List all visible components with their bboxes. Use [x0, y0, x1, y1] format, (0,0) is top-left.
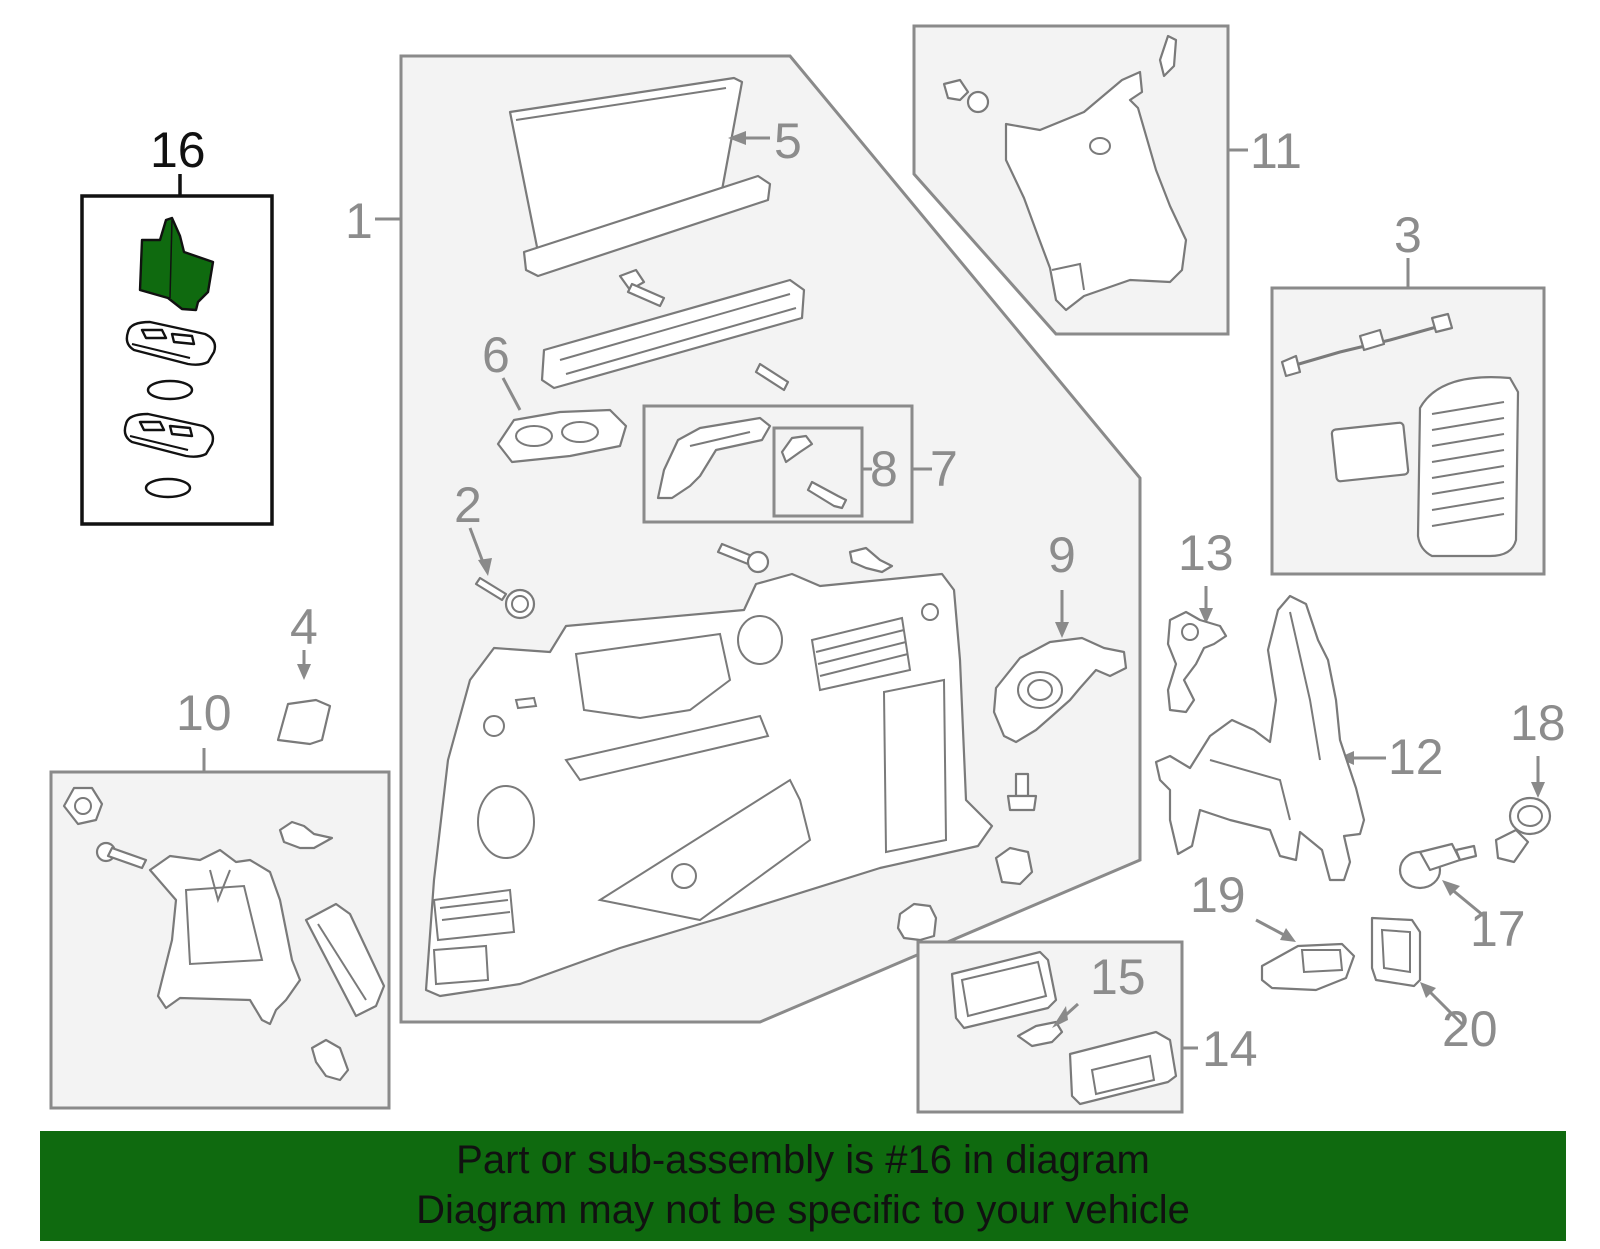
push-clip-part[interactable]: [942, 78, 990, 114]
group-11[interactable]: [912, 24, 1248, 336]
part-info-banner: Part or sub-assembly is #16 in diagram D…: [40, 1131, 1566, 1241]
callout-5: 5: [774, 113, 802, 169]
part-3-harness[interactable]: [1280, 312, 1454, 378]
callout-4: 4: [290, 599, 318, 655]
callout-11: 11: [1250, 123, 1302, 179]
part-20-bezel[interactable]: [1370, 916, 1422, 988]
part-5-trim-board[interactable]: [508, 76, 772, 278]
part-2-bolt[interactable]: [474, 576, 536, 620]
callout-6: 6: [482, 327, 510, 383]
bolt-part[interactable]: [618, 268, 666, 308]
push-clip-part[interactable]: [278, 820, 334, 850]
banner-line-1: Part or sub-assembly is #16 in diagram: [456, 1138, 1150, 1182]
callout-19: 19: [1190, 867, 1246, 923]
clip-part[interactable]: [754, 362, 790, 392]
speaker-grille-part[interactable]: [1416, 376, 1520, 558]
callout-18: 18: [1510, 695, 1566, 751]
callout-9: 9: [1048, 527, 1076, 583]
part-13-bracket[interactable]: [1166, 610, 1228, 714]
group-3[interactable]: [1270, 258, 1546, 576]
cover-part[interactable]: [1330, 421, 1410, 483]
callout-12: 12: [1388, 729, 1444, 785]
screw-part[interactable]: [95, 841, 148, 870]
group-1[interactable]: [375, 54, 1142, 1024]
callout-8: 8: [870, 441, 898, 497]
callout-20: 20: [1442, 1001, 1498, 1057]
banner-line-2: Diagram may not be specific to your vehi…: [416, 1188, 1190, 1232]
clip-part[interactable]: [994, 846, 1034, 886]
part-19-bezel[interactable]: [1260, 942, 1356, 992]
key-fob-part[interactable]: [125, 320, 217, 366]
part-15-bulb[interactable]: [1016, 1020, 1064, 1048]
part-10-trim[interactable]: [148, 848, 302, 1026]
callout-14: 14: [1202, 1021, 1258, 1077]
o-ring-part[interactable]: [144, 477, 192, 499]
screw-part[interactable]: [716, 542, 770, 574]
trim-cover-part[interactable]: [304, 902, 386, 1018]
push-clip-part[interactable]: [310, 1038, 350, 1082]
callout-2: 2: [454, 477, 482, 533]
callout-1: 1: [345, 193, 373, 249]
o-ring-part[interactable]: [146, 379, 194, 401]
trim-strip-part[interactable]: [540, 278, 806, 390]
callout-16: 16: [150, 122, 206, 178]
callout-13: 13: [1178, 525, 1234, 581]
quarter-panel-part[interactable]: [424, 572, 994, 998]
part-17-socket[interactable]: [1398, 842, 1478, 890]
part-12-bracket[interactable]: [1154, 594, 1366, 882]
group-16[interactable]: [80, 174, 274, 526]
part-6-bracket[interactable]: [496, 408, 628, 464]
callout-10: 10: [176, 685, 232, 741]
nut-part[interactable]: [62, 786, 104, 826]
part-11-pillar-trim[interactable]: [1004, 34, 1188, 312]
bolt-part[interactable]: [1006, 772, 1038, 812]
part-18-socket[interactable]: [1494, 796, 1552, 864]
part-4-cap[interactable]: [276, 698, 332, 746]
part-14-lamp-lens[interactable]: [950, 950, 1058, 1030]
key-cover-part[interactable]: [138, 216, 215, 312]
callout-17: 17: [1470, 901, 1526, 957]
key-fob-part[interactable]: [123, 412, 215, 458]
lamp-housing-part[interactable]: [1068, 1030, 1178, 1106]
clip-part[interactable]: [848, 546, 894, 574]
callout-7: 7: [930, 441, 958, 497]
callout-15: 15: [1090, 949, 1146, 1005]
group-10[interactable]: [49, 748, 391, 1110]
bracket-part[interactable]: [896, 902, 938, 942]
part-8-clip[interactable]: [780, 434, 848, 510]
callout-3: 3: [1394, 207, 1422, 263]
group-14[interactable]: [916, 940, 1198, 1114]
part-9-bracket[interactable]: [992, 636, 1128, 744]
part-7-handle[interactable]: [656, 416, 772, 500]
